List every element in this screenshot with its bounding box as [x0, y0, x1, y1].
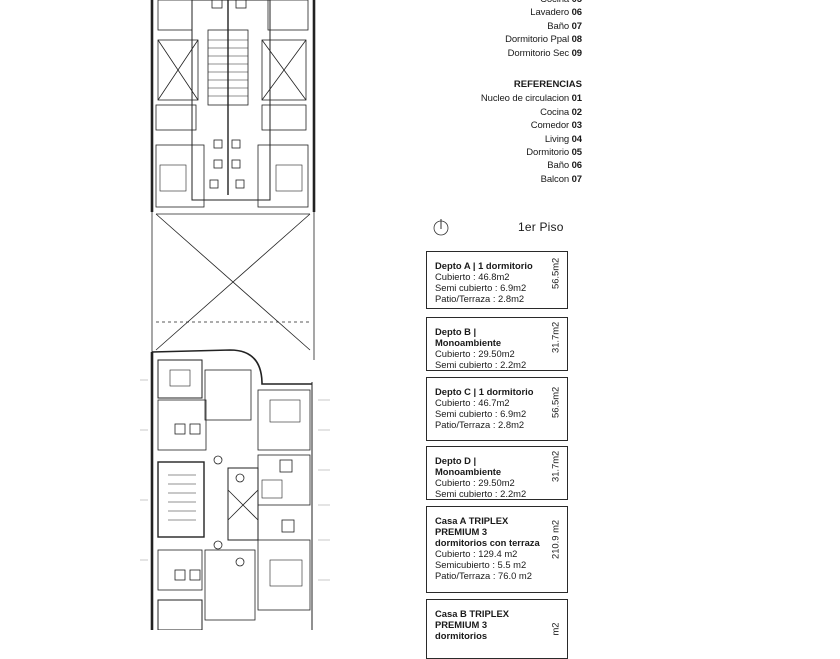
floor-heading: 1er Piso — [432, 216, 572, 238]
legend-top-item: Baño 07 — [505, 20, 582, 33]
legend-top-number: 06 — [571, 7, 582, 19]
unit-total-area: m2 — [549, 622, 561, 636]
unit-card-body: Casa B TRIPLEX PREMIUM 3 dormitorios — [435, 608, 541, 641]
legend-top-number: 09 — [571, 47, 582, 59]
referencia-label: Cocina — [540, 106, 572, 118]
unit-name: Depto B | Monoambiente — [435, 326, 502, 348]
floor-title: 1er Piso — [518, 220, 564, 234]
unit-name: Depto C | 1 dormitorio — [435, 386, 534, 397]
referencia-label: Baño — [547, 160, 572, 172]
referencia-item: Living 04 — [481, 133, 582, 146]
legend-top-label: Dormitorio Ppal — [505, 34, 572, 46]
referencia-item: Comedor 03 — [481, 119, 582, 132]
referencia-item: Dormitorio 05 — [481, 146, 582, 159]
legend-top-item: Lavadero 06 — [505, 6, 582, 19]
legend-top-number: 08 — [571, 34, 582, 46]
referencia-label: Comedor — [530, 120, 572, 132]
unit-total-area: 31.7m2 — [549, 450, 561, 482]
unit-name: Depto D | Monoambiente — [435, 455, 502, 477]
unit-total-area: 31.7m2 — [549, 321, 561, 353]
unit-card: Casa B TRIPLEX PREMIUM 3 dormitorios m2 — [426, 599, 568, 659]
referencia-number: 06 — [571, 160, 582, 172]
north-arrow-icon — [433, 219, 449, 236]
referencia-number: 05 — [571, 147, 582, 159]
unit-area-line: Semi cubierto : 6.9m2 — [435, 408, 527, 419]
referencia-number: 07 — [571, 173, 582, 185]
unit-area-line: Cubierto : 46.7m2 — [435, 397, 510, 408]
unit-area-line: Patio/Terraza : 76.0 m2 — [435, 570, 532, 581]
unit-card: Casa A TRIPLEX PREMIUM 3 dormitorios con… — [426, 506, 568, 593]
legend-top-label: Lavadero — [530, 7, 572, 19]
unit-area-line: Patio/Terraza : 2.8m2 — [435, 419, 525, 430]
unit-area-line: Cubierto : 29.50m2 — [435, 348, 515, 359]
referencia-item: Balcon 07 — [481, 173, 582, 186]
unit-name: Casa A TRIPLEX PREMIUM 3 dormitorios con… — [435, 515, 540, 548]
referencia-number: 02 — [571, 106, 582, 118]
legend-top-item: Dormitorio Ppal 08 — [505, 33, 582, 46]
unit-total-area: 56.5m2 — [549, 386, 561, 418]
unit-area-line: Patio/Terraza : 2.8m2 — [435, 293, 525, 304]
referencia-number: 01 — [571, 93, 582, 105]
referencia-label: Balcon — [540, 173, 572, 185]
unit-name: Depto A | 1 dormitorio — [435, 260, 533, 271]
unit-area-line: Semicubierto : 5.5 m2 — [435, 559, 527, 570]
unit-area-line: Semi cubierto : 2.2m2 — [435, 359, 527, 370]
unit-area-line: Cubierto : 46.8m2 — [435, 271, 510, 282]
referencia-label: Nucleo de circulacion — [480, 93, 572, 105]
legend-top-item: Dormitorio Sec 09 — [505, 47, 582, 60]
unit-total-area: 56.5m2 — [549, 257, 561, 289]
referencia-item: Nucleo de circulacion 01 — [481, 92, 582, 105]
unit-card-body: Casa A TRIPLEX PREMIUM 3 dormitorios con… — [435, 515, 541, 581]
unit-area-line: Cubierto : 129.4 m2 — [435, 548, 518, 559]
referencia-item: Baño 06 — [481, 159, 582, 172]
legend-top-label: Dormitorio Sec — [507, 47, 572, 59]
referencia-number: 03 — [571, 120, 582, 132]
referencia-number: 04 — [571, 133, 582, 145]
legend-top-label: Baño — [547, 20, 572, 32]
legend-top-number: 07 — [571, 20, 582, 32]
floor-plan-drawing — [0, 0, 340, 630]
referencia-label: Living — [544, 133, 572, 145]
referencias-title: REFERENCIAS — [513, 79, 582, 90]
legend-top-item: Cocina 05 — [505, 0, 582, 6]
referencia-item: Cocina 02 — [481, 106, 582, 119]
referencia-label: Dormitorio — [526, 147, 572, 159]
legend-top-label: Cocina — [540, 0, 572, 5]
unit-area-line: Cubierto : 29.50m2 — [435, 477, 515, 488]
unit-area-line: Semi cubierto : 2.2m2 — [435, 488, 527, 499]
unit-area-line: Semi cubierto : 6.9m2 — [435, 282, 527, 293]
unit-total-area: 210.9 m2 — [549, 519, 561, 559]
legend-top-number: 05 — [572, 0, 582, 5]
unit-name: Casa B TRIPLEX PREMIUM 3 dormitorios — [435, 608, 509, 641]
